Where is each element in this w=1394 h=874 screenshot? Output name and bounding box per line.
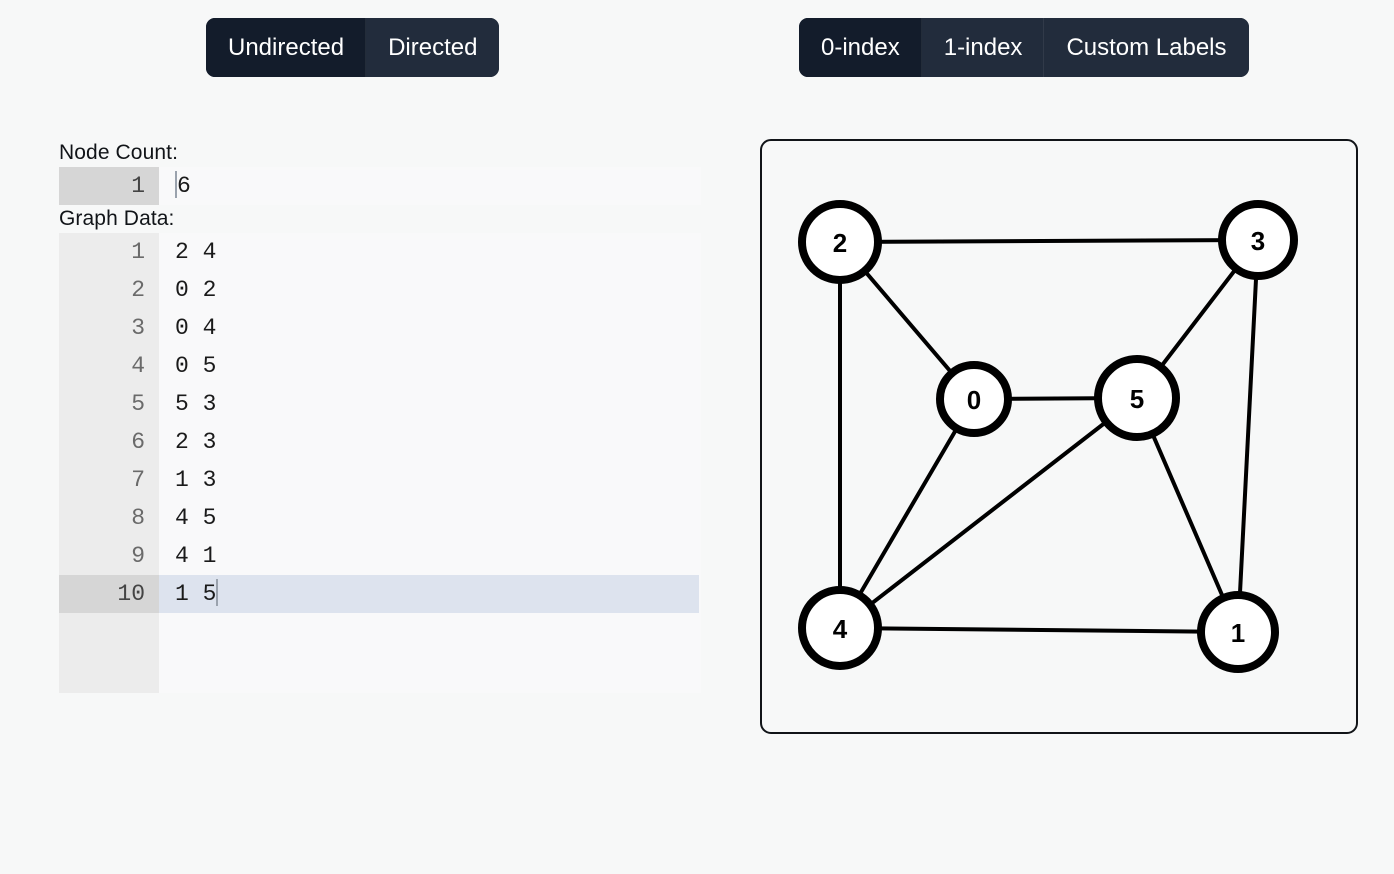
graph-edge-layer <box>838 238 1260 634</box>
editor-line-text: 4 1 <box>175 543 217 569</box>
editor-line[interactable]: 0 5 <box>159 347 701 385</box>
graph-node[interactable]: 5 <box>1094 355 1180 441</box>
graph-data-lines: 1 2 4 2 0 2 3 0 4 4 0 5 5 5 3 6 2 3 7 1 3 8 4 5 9 4 1 10 1 … <box>59 233 701 613</box>
editor-line-text: 4 5 <box>175 505 217 531</box>
graph-node[interactable]: 1 <box>1197 591 1279 673</box>
line-number: 7 <box>131 467 145 493</box>
text-caret <box>175 171 177 198</box>
mode-toggle-directed[interactable]: Directed <box>366 18 500 77</box>
graph-edge <box>838 396 1139 630</box>
editor-line[interactable]: 2 3 <box>159 423 701 461</box>
editor-line[interactable]: 0 4 <box>159 309 701 347</box>
graph-node-layer: 0 1 2 3 4 5 <box>798 200 1298 673</box>
editor-line[interactable]: 5 3 <box>159 385 701 423</box>
graph-node-label: 5 <box>1130 384 1144 414</box>
graph-node[interactable]: 2 <box>798 200 882 284</box>
graph-node[interactable]: 0 <box>936 361 1012 437</box>
graph-node-label: 2 <box>833 228 847 258</box>
editor-line[interactable]: 1 3 <box>159 461 701 499</box>
node-label-toggle-group: 0-index 1-index Custom Labels <box>799 18 1249 77</box>
editor-line-text: 5 3 <box>175 391 217 417</box>
graph-node-label: 4 <box>833 614 848 644</box>
line-number: 2 <box>131 277 145 303</box>
editor-line-text: 0 4 <box>175 315 217 341</box>
label-toggle-1-index[interactable]: 1-index <box>921 18 1045 77</box>
graph-node-label: 0 <box>967 385 981 415</box>
editor-line[interactable]: 6 <box>159 167 701 205</box>
graph-visualization-panel[interactable]: 0 1 2 3 4 5 <box>760 139 1358 734</box>
graph-edge <box>838 626 1240 634</box>
editor-line-text: 2 3 <box>175 429 217 455</box>
line-number: 5 <box>131 391 145 417</box>
line-number: 10 <box>59 575 159 613</box>
label-toggle-custom-labels[interactable]: Custom Labels <box>1044 18 1249 77</box>
graph-data-input[interactable]: 1 2 4 2 0 2 3 0 4 4 0 5 5 5 3 6 2 3 7 1 3 8 4 5 9 4 1 10 1 … <box>59 233 701 693</box>
graph-node-label: 3 <box>1251 226 1265 256</box>
line-number: 8 <box>131 505 145 531</box>
editor-line[interactable]: 4 5 <box>159 499 701 537</box>
node-count-label: Node Count: <box>59 141 179 164</box>
editor-line-text: 1 5 <box>175 581 217 607</box>
line-number: 3 <box>131 315 145 341</box>
graph-edge <box>838 238 1260 244</box>
graph-edge <box>1236 238 1260 634</box>
editor-line[interactable]: 4 1 <box>159 537 701 575</box>
graph-data-label: Graph Data: <box>59 207 175 230</box>
line-number: 6 <box>131 429 145 455</box>
graph-svg: 0 1 2 3 4 5 <box>798 200 1298 673</box>
editor-line-text: 2 4 <box>175 239 217 265</box>
graph-node-label: 1 <box>1231 618 1245 648</box>
graph-node[interactable]: 4 <box>798 586 882 670</box>
graph-node-circle <box>798 200 882 284</box>
editor-line-text: 0 5 <box>175 353 217 379</box>
graph-node[interactable]: 3 <box>1218 200 1298 280</box>
graph-node-circle <box>936 361 1012 437</box>
mode-toggle-undirected[interactable]: Undirected <box>206 18 367 77</box>
line-number: 1 <box>59 167 159 205</box>
graph-node-circle <box>798 586 882 670</box>
graph-node-circle <box>1218 200 1298 280</box>
graph-node-circle <box>1197 591 1279 673</box>
graph-data-gutter <box>59 233 159 693</box>
text-caret <box>216 579 219 606</box>
editor-line[interactable]: 0 2 <box>159 271 701 309</box>
line-number: 9 <box>131 543 145 569</box>
line-number: 1 <box>131 239 145 265</box>
editor-line[interactable]: 1 5 <box>159 575 699 613</box>
editor-line-text: 6 <box>177 173 191 199</box>
graph-node-circle <box>1094 355 1180 441</box>
editor-line-text: 0 2 <box>175 277 217 303</box>
editor-line-text: 1 3 <box>175 467 217 493</box>
graph-edge <box>838 397 976 630</box>
editor-line[interactable]: 2 4 <box>159 233 701 271</box>
label-toggle-0-index[interactable]: 0-index <box>799 18 922 77</box>
graph-direction-toggle-group: Undirected Directed <box>206 18 500 77</box>
line-number: 4 <box>131 353 145 379</box>
